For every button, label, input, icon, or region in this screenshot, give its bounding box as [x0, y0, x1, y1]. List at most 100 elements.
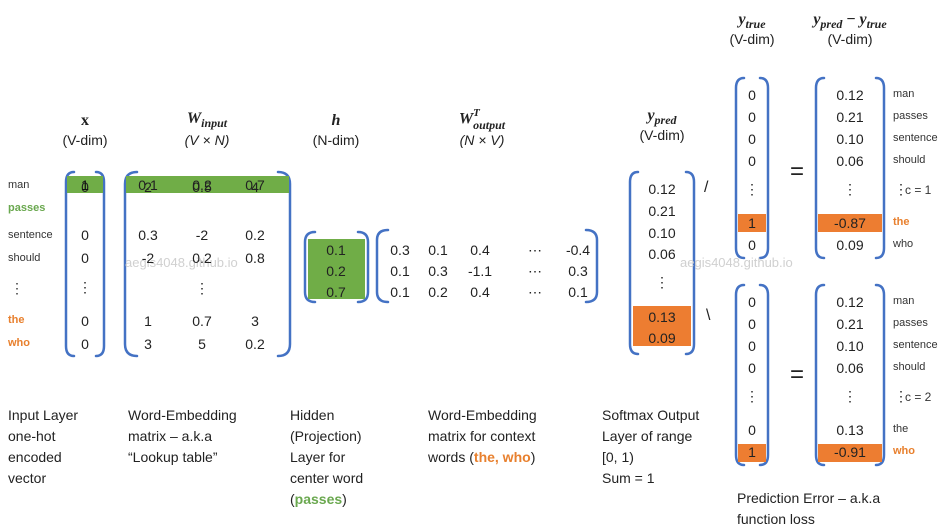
- vocab-word-context: the: [8, 314, 25, 326]
- w-output-cell: 0.3: [568, 263, 588, 279]
- x-value: 0: [81, 250, 89, 266]
- caption-line: “Lookup table”: [128, 449, 218, 465]
- w-output-cell: 0.3: [428, 263, 448, 279]
- vocab-ellipsis: ⋮: [10, 280, 24, 296]
- err-top-left-bracket: [814, 76, 826, 260]
- caption-line: one-hot: [8, 428, 56, 444]
- ypred-dim: (V-dim): [639, 127, 685, 143]
- ytrue-bottom-right-bracket: [758, 283, 770, 467]
- vocab-word-context: who: [8, 337, 30, 349]
- error-title: ypred − ytrue: [813, 11, 887, 32]
- err-word-label: man: [893, 295, 915, 307]
- w-output-ellipsis: ⋯: [528, 242, 542, 258]
- err-ellipsis: ⋮: [843, 388, 857, 404]
- err-word-target: who: [893, 445, 915, 457]
- h-left-bracket: [303, 230, 317, 304]
- ypred-value: 0.09: [648, 330, 676, 346]
- ypred-value: 0.21: [648, 203, 676, 219]
- caption-line: (Projection): [290, 428, 362, 444]
- err-word-label: sentence: [893, 339, 938, 351]
- w-input-cell: 0.2: [245, 227, 265, 243]
- err-value: -0.91: [834, 444, 866, 460]
- w-input-cell: -2: [141, 250, 155, 266]
- w-output-cell: 0.4: [470, 242, 490, 258]
- caption-error: Prediction Error – a.k.a function loss: [737, 488, 937, 530]
- ypred-ellipsis: ⋮: [655, 274, 669, 290]
- err-word-target: the: [893, 216, 910, 228]
- caption-line: Layer of range: [602, 428, 693, 444]
- h-highlight: [308, 239, 365, 299]
- err-value: 0.21: [836, 109, 864, 125]
- ypred-value: 0.13: [648, 309, 676, 325]
- caption-line: Word-Embedding: [428, 407, 537, 423]
- err-top-right-bracket: [874, 76, 886, 260]
- w-output-cell: 0.3: [390, 242, 410, 258]
- x-value: 0: [81, 179, 89, 195]
- err-word-ellipsis: ⋮: [894, 181, 908, 197]
- watermark-right: aegis4048.github.io: [680, 255, 793, 270]
- vocab-word-center: passes: [8, 202, 46, 214]
- ypred-value: 0.12: [648, 181, 676, 197]
- err-value: 0.21: [836, 316, 864, 332]
- err-bottom-highlight: [818, 444, 882, 462]
- caption-embedding: Word-Embedding matrix – a.k.a “Lookup ta…: [128, 405, 278, 468]
- w-output-cell: 0.1: [568, 284, 588, 300]
- vocab-word: should: [8, 252, 41, 264]
- ytrue-value: 0: [748, 87, 756, 103]
- err-word-label: should: [893, 154, 926, 166]
- ypred-value: 0.10: [648, 225, 676, 241]
- h-value: 0.2: [326, 263, 346, 279]
- h-title: h: [331, 112, 341, 129]
- x-dim: (V-dim): [62, 132, 108, 148]
- x-highlight: [67, 176, 103, 193]
- w-input-cell: 1: [144, 313, 152, 329]
- w-input-cell: 0.1: [138, 177, 158, 193]
- branch-slash-bottom: \: [706, 307, 711, 324]
- ytrue-value: 0: [748, 109, 756, 125]
- err-word-label: should: [893, 361, 926, 373]
- ytrue-value: 0: [748, 131, 756, 147]
- caption-line: Prediction Error – a.k.a: [737, 490, 881, 506]
- ypred-right-bracket: [684, 170, 696, 356]
- w-output-cell: -1.1: [467, 263, 493, 279]
- vocab-word: man: [8, 179, 30, 191]
- caption-line: Layer for: [290, 449, 346, 465]
- c-index-label: c = 2: [905, 390, 932, 404]
- h-right-bracket: [356, 230, 370, 304]
- h-value: 0.1: [326, 242, 346, 258]
- ytrue-value: 1: [748, 444, 756, 460]
- ytrue-value: 0: [748, 153, 756, 169]
- caption-line: function loss: [737, 511, 815, 527]
- w-input-cell: 5: [198, 336, 206, 352]
- w-input-ellipsis: ⋮: [195, 280, 209, 296]
- err-value: 0.06: [836, 360, 864, 376]
- x-ellipsis: ⋮: [78, 279, 92, 295]
- equals-top: =: [789, 158, 805, 185]
- caption-context: Word-Embedding matrix for context words …: [428, 405, 598, 468]
- x-value: 0: [81, 336, 89, 352]
- w-input-cell: 0.5: [192, 179, 212, 195]
- err-word-label: man: [893, 88, 915, 100]
- ypred-title: ypred: [647, 107, 677, 128]
- err-word-ellipsis: ⋮: [894, 388, 908, 404]
- x-left-bracket: [64, 170, 76, 358]
- x-title: x: [81, 112, 89, 129]
- w-input-cell: -2: [195, 227, 209, 243]
- w-output-cell: 0.1: [390, 263, 410, 279]
- w-input-cell: 2: [144, 179, 152, 195]
- caption-line: matrix for context: [428, 428, 536, 444]
- ypred-left-bracket: [628, 170, 640, 356]
- x-right-bracket: [94, 170, 106, 358]
- ytrue-top-highlight: [738, 214, 766, 232]
- ypred-value: 0.06: [648, 246, 676, 262]
- err-word-label: passes: [893, 110, 928, 122]
- w-output-ellipsis: ⋯: [528, 284, 542, 300]
- err-top-highlight: [818, 214, 882, 232]
- caption-line: Hidden: [290, 407, 335, 423]
- w-input-cell: 0.7: [245, 177, 265, 193]
- caption-hidden: Hidden (Projection) Layer for center wor…: [290, 405, 390, 510]
- ytrue-title: ytrue: [738, 11, 766, 32]
- w-input-highlight: [126, 176, 289, 193]
- w-input-left-bracket: [123, 170, 139, 358]
